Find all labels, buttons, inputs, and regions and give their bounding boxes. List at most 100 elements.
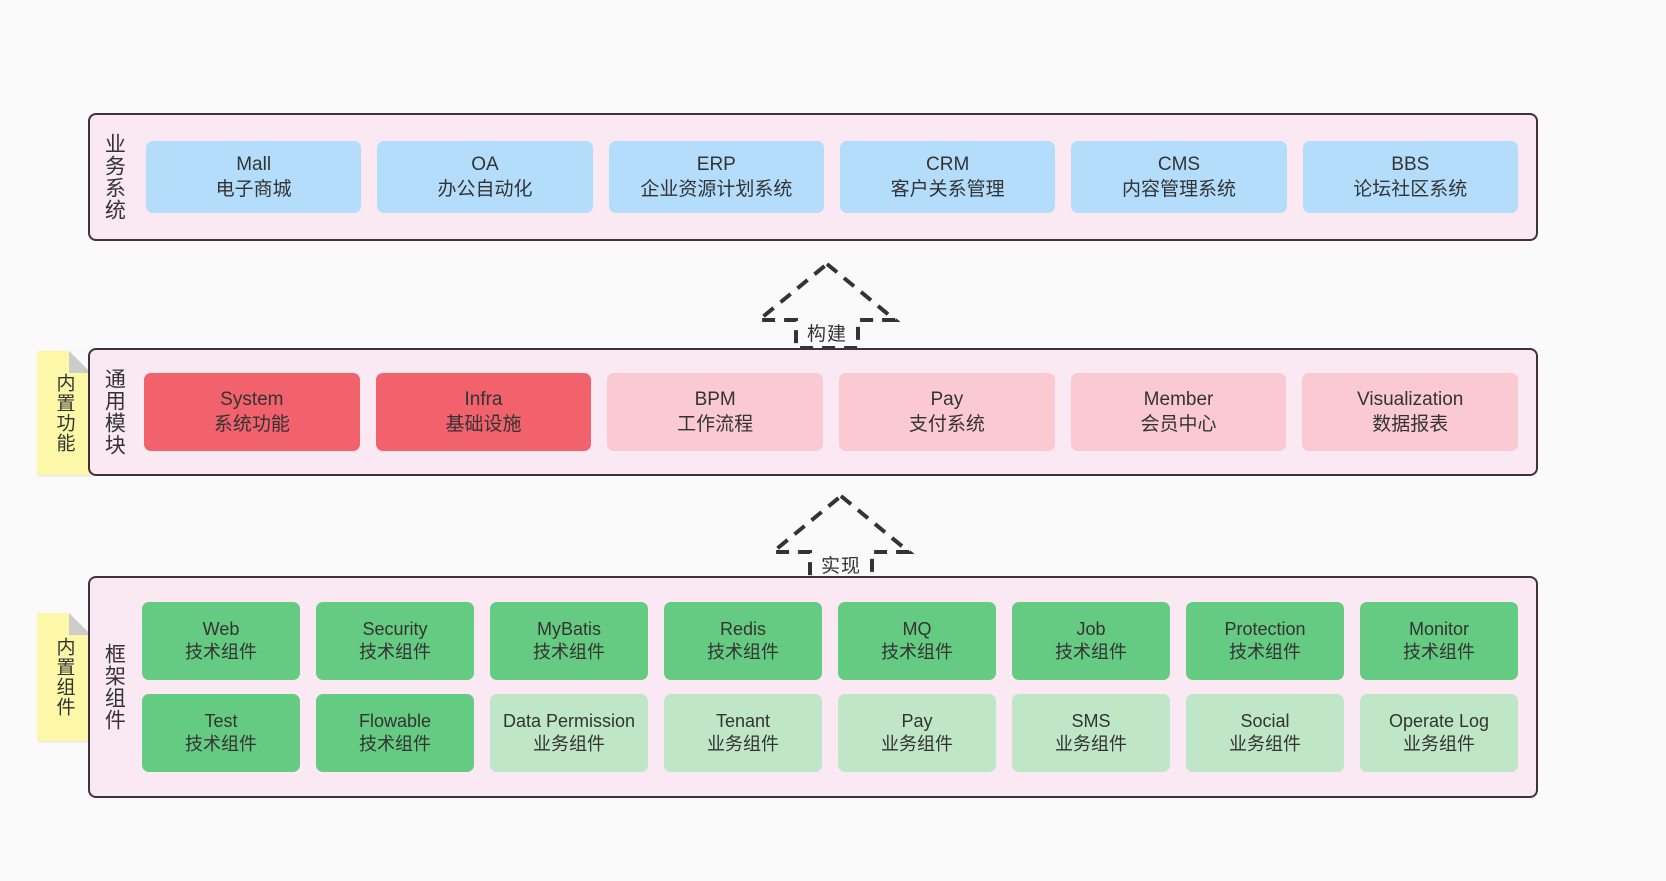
card-monitor[interactable]: Monitor 技术组件 xyxy=(1360,602,1518,680)
card-security[interactable]: Security 技术组件 xyxy=(316,602,474,680)
card-cms[interactable]: CMS 内容管理系统 xyxy=(1071,141,1287,213)
card-job[interactable]: Job 技术组件 xyxy=(1012,602,1170,680)
card-subtitle: 办公自动化 xyxy=(437,179,533,200)
framework-cards: Web 技术组件 Security 技术组件 MyBatis 技术组件 Redi… xyxy=(136,578,1536,796)
card-flowable[interactable]: Flowable 技术组件 xyxy=(316,694,474,772)
card-title: Pay xyxy=(901,711,933,732)
card-subtitle: 技术组件 xyxy=(185,642,257,662)
card-subtitle: 技术组件 xyxy=(533,642,605,662)
card-subtitle: 技术组件 xyxy=(707,642,779,662)
connector-implement-label: 实现 xyxy=(820,556,861,577)
card-subtitle: 技术组件 xyxy=(1403,642,1475,662)
card-subtitle: 技术组件 xyxy=(359,734,431,754)
card-title: Member xyxy=(1143,388,1214,410)
sticky-note-builtin-components: 内置组件 xyxy=(37,613,91,741)
card-title: Social xyxy=(1240,711,1290,732)
card-subtitle: 业务组件 xyxy=(707,734,779,754)
card-title: MyBatis xyxy=(536,619,601,640)
card-title: OA xyxy=(471,153,499,175)
card-operate-log[interactable]: Operate Log 业务组件 xyxy=(1360,694,1518,772)
card-subtitle: 企业资源计划系统 xyxy=(640,179,793,200)
card-title: Protection xyxy=(1224,619,1306,640)
card-system[interactable]: System 系统功能 xyxy=(144,373,360,451)
layer-label-common: 通用模块 xyxy=(102,368,126,456)
card-subtitle: 数据报表 xyxy=(1372,414,1449,435)
card-title: Pay xyxy=(930,388,964,410)
card-oa[interactable]: OA 办公自动化 xyxy=(377,141,593,213)
card-infra[interactable]: Infra 基础设施 xyxy=(375,373,592,451)
card-title: BPM xyxy=(694,388,736,410)
card-redis[interactable]: Redis 技术组件 xyxy=(664,602,822,680)
card-title: Tenant xyxy=(715,711,771,732)
card-title: Visualization xyxy=(1357,388,1464,410)
card-title: Monitor xyxy=(1408,619,1470,640)
card-subtitle: 业务组件 xyxy=(1229,734,1301,754)
common-cards: System 系统功能 Infra 基础设施 BPM 工作流程 Pay 支付系统… xyxy=(136,350,1536,474)
card-mall[interactable]: Mall 电子商城 xyxy=(146,141,362,213)
card-title: System xyxy=(220,388,284,410)
sticky-note-builtin-functions: 内置功能 xyxy=(37,351,91,475)
layer-framework-components: 框架组件 Web 技术组件 Security 技术组件 MyBatis 技术组件… xyxy=(88,576,1538,798)
card-title: SMS xyxy=(1071,711,1111,732)
card-sms[interactable]: SMS 业务组件 xyxy=(1012,694,1170,772)
card-pay-module[interactable]: Pay 支付系统 xyxy=(839,373,1055,451)
card-mq[interactable]: MQ 技术组件 xyxy=(838,602,996,680)
card-mybatis[interactable]: MyBatis 技术组件 xyxy=(490,602,648,680)
card-web[interactable]: Web 技术组件 xyxy=(142,602,300,680)
card-subtitle: 技术组件 xyxy=(1055,642,1127,662)
card-bbs[interactable]: BBS 论坛社区系统 xyxy=(1302,141,1518,213)
card-test[interactable]: Test 技术组件 xyxy=(142,694,300,772)
card-subtitle: 技术组件 xyxy=(881,642,953,662)
card-subtitle: 基础设施 xyxy=(445,414,522,435)
card-social[interactable]: Social 业务组件 xyxy=(1186,694,1344,772)
sticky-note-label: 内置组件 xyxy=(53,637,75,717)
card-title: Mall xyxy=(236,153,272,175)
card-member[interactable]: Member 会员中心 xyxy=(1070,373,1287,451)
sticky-note-label: 内置功能 xyxy=(53,373,75,453)
connector-implement: 实现 xyxy=(766,490,916,582)
card-subtitle: 系统功能 xyxy=(213,414,290,435)
card-title: CMS xyxy=(1157,153,1201,175)
card-bpm[interactable]: BPM 工作流程 xyxy=(607,373,824,451)
card-title: CRM xyxy=(926,153,970,175)
card-title: Flowable xyxy=(358,711,432,732)
card-subtitle: 技术组件 xyxy=(359,642,431,662)
card-title: Job xyxy=(1076,619,1106,640)
card-pay-component[interactable]: Pay 业务组件 xyxy=(838,694,996,772)
card-subtitle: 业务组件 xyxy=(1055,734,1127,754)
card-subtitle: 业务组件 xyxy=(533,734,605,754)
framework-card-row-technical: Web 技术组件 Security 技术组件 MyBatis 技术组件 Redi… xyxy=(142,602,1518,680)
connector-build: 构建 xyxy=(752,258,902,350)
card-crm[interactable]: CRM 客户关系管理 xyxy=(839,141,1056,213)
card-title: MQ xyxy=(902,619,932,640)
business-card-row: Mall 电子商城 OA 办公自动化 ERP 企业资源计划系统 CRM 客户关系… xyxy=(146,141,1518,213)
card-title: ERP xyxy=(696,153,736,175)
card-tenant[interactable]: Tenant 业务组件 xyxy=(664,694,822,772)
card-subtitle: 业务组件 xyxy=(1403,734,1475,754)
card-subtitle: 支付系统 xyxy=(908,414,985,435)
business-cards: Mall 电子商城 OA 办公自动化 ERP 企业资源计划系统 CRM 客户关系… xyxy=(136,115,1536,239)
card-title: Redis xyxy=(719,619,767,640)
card-visualization[interactable]: Visualization 数据报表 xyxy=(1302,373,1519,451)
layer-business-systems: 业务系统 Mall 电子商城 OA 办公自动化 ERP 企业资源计划系统 CRM… xyxy=(88,113,1538,241)
card-subtitle: 工作流程 xyxy=(677,414,754,435)
layer-label-framework: 框架组件 xyxy=(102,643,126,731)
card-protection[interactable]: Protection 技术组件 xyxy=(1186,602,1344,680)
card-title: Operate Log xyxy=(1388,711,1490,732)
card-subtitle: 客户关系管理 xyxy=(890,179,1005,200)
layer-common-modules: 通用模块 System 系统功能 Infra 基础设施 BPM 工作流程 Pay… xyxy=(88,348,1538,476)
card-data-permission[interactable]: Data Permission 业务组件 xyxy=(490,694,648,772)
connector-build-label: 构建 xyxy=(806,324,847,345)
card-subtitle: 业务组件 xyxy=(881,734,953,754)
card-subtitle: 会员中心 xyxy=(1140,414,1217,435)
card-subtitle: 论坛社区系统 xyxy=(1353,179,1468,200)
card-subtitle: 技术组件 xyxy=(185,734,257,754)
card-subtitle: 技术组件 xyxy=(1229,642,1301,662)
layer-label-business: 业务系统 xyxy=(102,133,126,221)
card-erp[interactable]: ERP 企业资源计划系统 xyxy=(608,141,824,213)
card-title: Test xyxy=(204,711,238,732)
card-title: BBS xyxy=(1391,153,1430,175)
framework-card-row-business: Test 技术组件 Flowable 技术组件 Data Permission … xyxy=(142,694,1518,772)
card-title: Web xyxy=(202,619,240,640)
